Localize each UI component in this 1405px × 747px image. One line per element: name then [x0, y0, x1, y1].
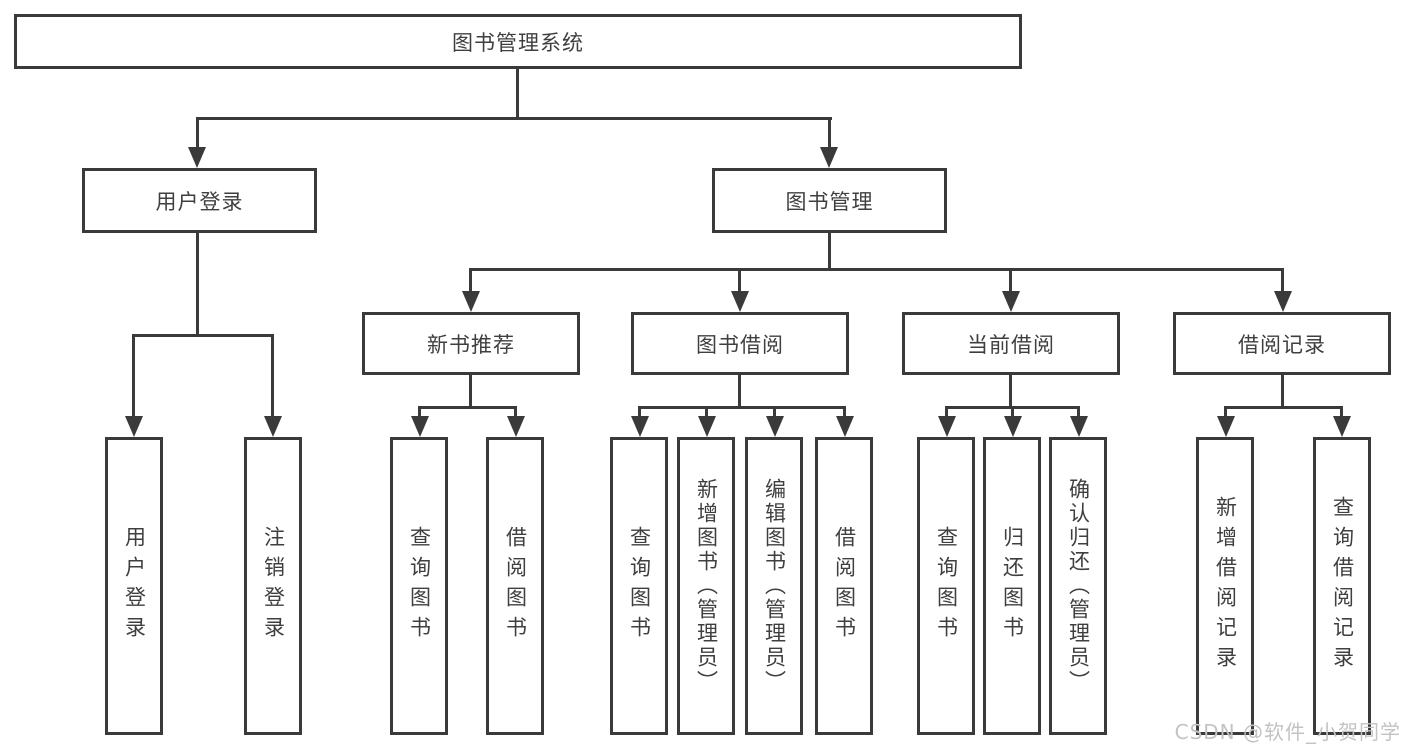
connector-line	[638, 406, 846, 409]
leaf-borrow-book-recommend: 借阅图书	[486, 437, 544, 735]
leaf-return-book: 归还图书	[983, 437, 1041, 735]
leaf-borrow-book: 借阅图书	[815, 437, 873, 735]
connector-line	[196, 117, 199, 151]
node-label: 图书管理系统	[452, 30, 584, 55]
arrow-down-icon	[1002, 291, 1020, 312]
arrow-down-icon	[820, 147, 838, 168]
connector-line	[638, 406, 641, 420]
node-label: 用户登录	[122, 526, 147, 646]
connector-line	[1224, 406, 1227, 420]
connector-line	[196, 117, 832, 120]
connector-line	[1281, 375, 1284, 408]
arrow-down-icon	[731, 291, 749, 312]
arrow-down-icon	[836, 416, 854, 437]
connector-line	[469, 268, 1284, 271]
leaf-logout: 注销登录	[244, 437, 302, 735]
node-label: 图书管理	[785, 189, 874, 214]
connector-line	[1009, 268, 1012, 294]
node-new-book-recommend: 新书推荐	[362, 312, 580, 375]
arrow-down-icon	[462, 291, 480, 312]
leaf-query-borrow-record: 查询借阅记录	[1313, 437, 1371, 735]
connector-line	[1224, 406, 1343, 409]
connector-line	[828, 233, 831, 271]
arrow-down-icon	[188, 147, 206, 168]
node-label: 注销登录	[261, 526, 286, 646]
connector-line	[418, 406, 517, 409]
arrow-down-icon	[1004, 416, 1022, 437]
connector-line	[516, 68, 519, 119]
connector-line	[1340, 406, 1343, 420]
node-book-borrow: 图书借阅	[631, 312, 849, 375]
node-current-borrow: 当前借阅	[902, 312, 1120, 375]
leaf-confirm-return-admin: 确认归还（管理员）	[1049, 437, 1107, 735]
node-label: 借阅记录	[1238, 332, 1326, 357]
connector-line	[271, 334, 274, 418]
node-user-login: 用户登录	[82, 168, 317, 233]
leaf-query-book-recommend: 查询图书	[390, 437, 448, 735]
connector-line	[469, 268, 472, 294]
connector-line	[945, 406, 948, 420]
arrow-down-icon	[766, 416, 784, 437]
node-label: 归还图书	[1000, 526, 1025, 646]
node-library-management-system: 图书管理系统	[14, 14, 1022, 69]
connector-line	[1011, 406, 1014, 420]
connector-line	[738, 268, 741, 294]
csdn-watermark: CSDN @软件_小贺同学	[1174, 720, 1401, 744]
arrow-down-icon	[631, 416, 649, 437]
arrow-down-icon	[1333, 416, 1351, 437]
arrow-down-icon	[125, 416, 143, 437]
connector-line	[828, 117, 831, 151]
node-label: 查询图书	[627, 526, 652, 646]
arrow-down-icon	[1217, 416, 1235, 437]
node-label: 新增借阅记录	[1213, 496, 1238, 676]
arrow-down-icon	[1274, 291, 1292, 312]
arrow-down-icon	[698, 416, 716, 437]
node-label: 查询图书	[934, 526, 959, 646]
leaf-edit-book-admin: 编辑图书（管理员）	[745, 437, 803, 735]
leaf-query-book-borrow: 查询图书	[610, 437, 668, 735]
connector-line	[773, 406, 776, 420]
leaf-add-book-admin: 新增图书（管理员）	[677, 437, 735, 735]
connector-line	[469, 375, 472, 408]
connector-line	[843, 406, 846, 420]
node-label: 新增图书（管理员）	[694, 478, 719, 694]
node-label: 当前借阅	[967, 332, 1055, 357]
connector-line	[705, 406, 708, 420]
node-label: 新书推荐	[427, 332, 515, 357]
arrow-down-icon	[507, 416, 525, 437]
node-borrow-record: 借阅记录	[1173, 312, 1391, 375]
node-label: 用户登录	[155, 189, 244, 214]
connector-line	[132, 334, 135, 418]
connector-line	[1009, 375, 1012, 408]
node-label: 借阅图书	[832, 526, 857, 646]
connector-line	[738, 375, 741, 408]
node-label: 借阅图书	[503, 526, 528, 646]
arrow-down-icon	[1070, 416, 1088, 437]
arrow-down-icon	[411, 416, 429, 437]
connector-line	[514, 406, 517, 420]
connector-line	[196, 233, 199, 335]
connector-line	[1077, 406, 1080, 420]
connector-line	[132, 334, 274, 337]
node-label: 查询借阅记录	[1330, 496, 1355, 676]
leaf-user-login: 用户登录	[105, 437, 163, 735]
leaf-add-borrow-record: 新增借阅记录	[1196, 437, 1254, 735]
node-label: 确认归还（管理员）	[1066, 478, 1091, 694]
node-label: 图书借阅	[696, 332, 784, 357]
node-label: 编辑图书（管理员）	[762, 478, 787, 694]
connector-line	[418, 406, 421, 420]
node-book-management: 图书管理	[712, 168, 947, 233]
leaf-query-current-borrow: 查询图书	[917, 437, 975, 735]
arrow-down-icon	[938, 416, 956, 437]
node-label: 查询图书	[407, 526, 432, 646]
connector-line	[1281, 268, 1284, 294]
arrow-down-icon	[264, 416, 282, 437]
